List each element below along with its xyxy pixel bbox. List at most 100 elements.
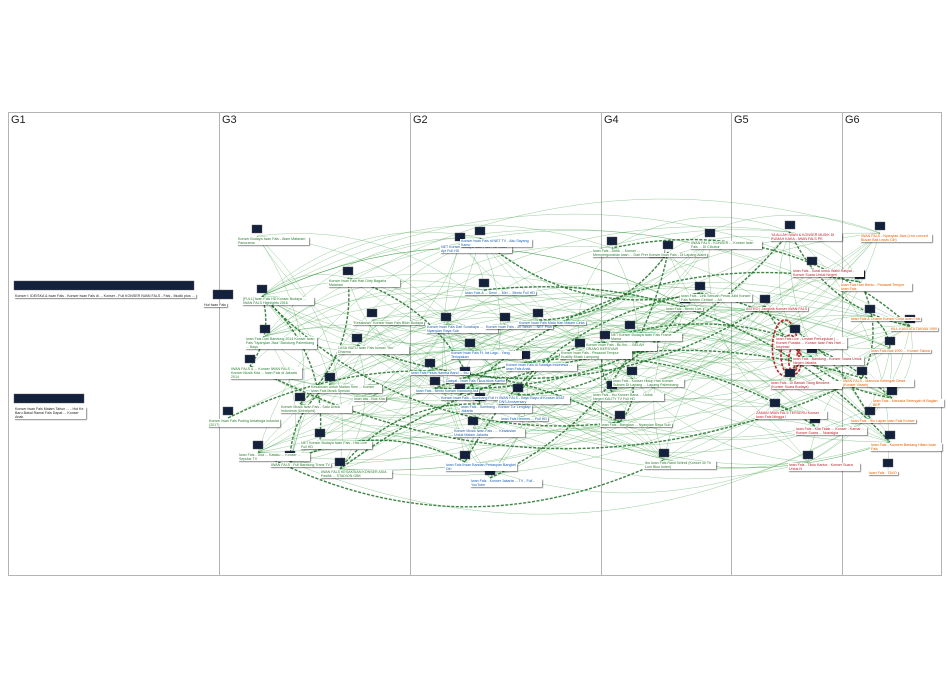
node-label[interactable]: Konser Iwan Fals di Salatiga Indonesia .…: [505, 363, 577, 371]
node-label[interactable]: Iwan Fals - Tikus Kantor - Konser Suara …: [788, 463, 860, 471]
node-thumbnail[interactable]: [441, 313, 451, 321]
node-thumbnail[interactable]: [705, 229, 715, 237]
node-thumbnail[interactable]: [615, 411, 625, 419]
node-label[interactable]: IWAN FALS - Full Bandung Trans TV: [270, 463, 331, 467]
node-thumbnail[interactable]: [343, 267, 353, 275]
node-label[interactable]: Konser Iwan Fals - Pesawat Tempur Kualif…: [560, 351, 632, 359]
node-thumbnail[interactable]: [807, 257, 817, 265]
node-thumbnail[interactable]: [430, 377, 440, 385]
node-thumbnail[interactable]: [295, 393, 305, 401]
node-label[interactable]: Konser Iwan Fals di NET TV - Aku Sayang …: [460, 239, 532, 247]
node-thumbnail[interactable]: [475, 227, 485, 235]
node-label[interactable]: Iwan Fals - Manusia Setengah di Bagian B…: [872, 399, 944, 407]
node-thumbnail[interactable]: [575, 339, 585, 347]
node-label[interactable]: Iwan Fals - Bangkan ... Nyanyian Raya Su…: [600, 423, 672, 427]
node-label[interactable]: [FULL] Iwan Fals HD Konser Budaya ... IW…: [242, 297, 314, 305]
node-label[interactable]: KILL KANTATA TAKWA 1990: [890, 327, 938, 331]
node-thumbnail[interactable]: [468, 417, 478, 425]
node-label[interactable]: Konser Iwan Fals Puding Antaboga Indosia…: [208, 419, 280, 427]
node-label[interactable]: IWAN FALS - Bayu Bayu di Konser ASAT DNS…: [498, 396, 570, 404]
node-thumbnail[interactable]: [479, 279, 489, 287]
node-thumbnail[interactable]: [865, 305, 875, 313]
node-thumbnail[interactable]: [659, 449, 669, 457]
node-label[interactable]: Konser Iwan Fals Hari Dirty Bagaria Mala…: [328, 279, 400, 287]
node-label[interactable]: Konser Iwan Fals - Di Lapang Alami: [648, 253, 707, 257]
node-label[interactable]: Konser Iwan Fals Ft. Iwi Lagu - Yang Ter…: [450, 351, 522, 359]
node-thumbnail[interactable]: [770, 399, 780, 407]
node-thumbnail[interactable]: [513, 384, 523, 392]
node-label[interactable]: Iwan Fals Bali 1990 ... Konser Takwa: [870, 349, 931, 353]
node-label[interactable]: Iwan Fals - Sumbang - Konser Tur Lengkap…: [460, 405, 532, 413]
node-label[interactable]: Konser Budaya Iwan Fals - Alam Mataram P…: [237, 237, 309, 245]
node-label[interactable]: YA ALLAH IWAN & KONSER MUSIK DI RUMAH KA…: [770, 233, 842, 241]
node-label[interactable]: Iwan Fals & Charlie Konser Cinta Iwan Fa…: [850, 317, 921, 321]
node-thumbnail[interactable]: [857, 367, 867, 375]
node-label[interactable]: Iwan fals - Bus Kita: [353, 397, 386, 401]
node-thumbnail[interactable]: [352, 334, 362, 342]
node-label[interactable]: IWAN FALS - Nyanyian Jiwa (Live concert …: [860, 234, 932, 242]
node-thumbnail[interactable]: [600, 331, 610, 339]
node-label[interactable]: Iwan Fals - TAVO: [868, 471, 898, 475]
node-thumbnail[interactable]: [500, 313, 510, 321]
node-label[interactable]: Iwan Fals - Surat untuk Wakil Rakyat - K…: [792, 269, 864, 277]
node-thumbnail[interactable]: [887, 387, 897, 395]
node-thumbnail[interactable]: [14, 394, 84, 403]
node-label[interactable]: "Kesaksian" Konser Iwan Fals Bikin Buday…: [352, 321, 424, 325]
node-thumbnail[interactable]: [325, 373, 335, 381]
node-label[interactable]: Hut Iwan Fals: [203, 303, 227, 307]
node-thumbnail[interactable]: [875, 222, 885, 230]
node-label[interactable]: ZAMAN IWAN FALS TERSERU Konser Iwan Fals…: [755, 411, 827, 419]
node-thumbnail[interactable]: [335, 458, 345, 466]
node-label[interactable]: Iwan Fals - Bento Konser Bandung Asli: [415, 389, 479, 393]
node-thumbnail[interactable]: [533, 309, 543, 317]
node-label[interactable]: NET Konser Budaya Iwan Fals - Hits Live …: [300, 441, 372, 449]
node-label[interactable]: Ibu Iwan Fals Rasti Selindi (Konser 30 T…: [644, 461, 716, 469]
node-thumbnail[interactable]: [252, 225, 262, 233]
node-label[interactable]: ASTRO | Jangkrik Konser IWAN FALS: [745, 307, 808, 311]
node-thumbnail[interactable]: [257, 285, 267, 293]
node-thumbnail[interactable]: [785, 221, 795, 229]
node-label[interactable]: Iwan Fals Hermes ... Full HD: [500, 417, 548, 421]
node-label[interactable]: Iwan Fals - Kita Tidak ... Konser - Kama…: [795, 427, 867, 435]
node-thumbnail[interactable]: [607, 237, 617, 245]
node-thumbnail[interactable]: [465, 339, 475, 347]
node-thumbnail[interactable]: [625, 321, 635, 329]
node-thumbnail[interactable]: [627, 367, 637, 375]
node-thumbnail[interactable]: [213, 290, 233, 299]
node-thumbnail[interactable]: [790, 325, 800, 333]
node-thumbnail[interactable]: [883, 459, 893, 467]
node-label[interactable]: Iwan Fals Ihsan Bandan Pertaspan Bangkel…: [445, 463, 517, 471]
node-label[interactable]: NET Konser Budaya Iwan Fals Frame Mama: [610, 333, 682, 341]
node-label[interactable]: IWAN FALS - Manusia Setengah Dewa (Konse…: [842, 379, 914, 387]
node-thumbnail[interactable]: [367, 309, 377, 317]
node-label[interactable]: Iwan Fals - Konser Hidup Hari Konser Suk…: [612, 379, 684, 387]
node-label[interactable]: Iwan Fals - Konser Jakarta ... TV - Full…: [470, 479, 542, 487]
node-label[interactable]: IWAN FALS - KONSER ... Konser Iwan Fals …: [690, 241, 762, 249]
node-thumbnail[interactable]: [803, 451, 813, 459]
node-label[interactable]: Konser Iwan Fals Mata Hari Malam Cinta: [518, 321, 586, 325]
node-thumbnail[interactable]: [253, 441, 263, 449]
node-label[interactable]: Iwan Fals Live - Lestari Pertunjukan | .…: [775, 337, 847, 349]
node-thumbnail[interactable]: [425, 359, 435, 367]
node-thumbnail[interactable]: [260, 325, 270, 333]
node-label[interactable]: Iwan Fals Pesta Hamba Band ... Ibu: [410, 371, 470, 375]
node-label[interactable]: Konser Iwan Fals - Bu Ibu ... BELAH ORAN…: [585, 343, 657, 351]
node-label[interactable]: Iwan Fals Dari Bandung 2014 Konser Iwan …: [245, 337, 317, 349]
node-label[interactable]: Konser Iwan Fals Malam Tahun ... - Hut K…: [14, 407, 86, 419]
node-thumbnail[interactable]: [663, 241, 673, 249]
node-thumbnail[interactable]: [785, 369, 795, 377]
node-label[interactable]: Iwan Fals - Hio Lapan Iwan Fals Konser: [850, 419, 916, 423]
node-label[interactable]: Konser Musik Iwan Fals - Satu Untuk Indo…: [280, 405, 352, 413]
node-label[interactable]: Dasyat - Iwan Fals Tikus-tikus Kantor: [445, 379, 506, 383]
node-label[interactable]: LASU BATU Iwan Fals konser "Ibu" Dharma: [337, 346, 409, 354]
node-thumbnail[interactable]: [245, 355, 255, 363]
node-label[interactable]: Iwan Fals Hari Bento - Pesawat Tempur Iw…: [840, 283, 912, 291]
node-label[interactable]: Iwan Fals & ... Dewi ... Mei ... Bento F…: [464, 291, 536, 295]
node-thumbnail[interactable]: [14, 281, 194, 290]
node-thumbnail[interactable]: [460, 451, 470, 459]
node-thumbnail[interactable]: [885, 431, 895, 439]
node-thumbnail[interactable]: [315, 429, 325, 437]
node-label[interactable]: Konser Iwan Fals - Sumbang Full HD: [440, 396, 501, 400]
node-label[interactable]: Iwan Fals - Bento Live: [665, 307, 703, 311]
node-label[interactable]: Iwan Fals - Ibu Konser Bana ... Untuk Ne…: [592, 393, 664, 401]
